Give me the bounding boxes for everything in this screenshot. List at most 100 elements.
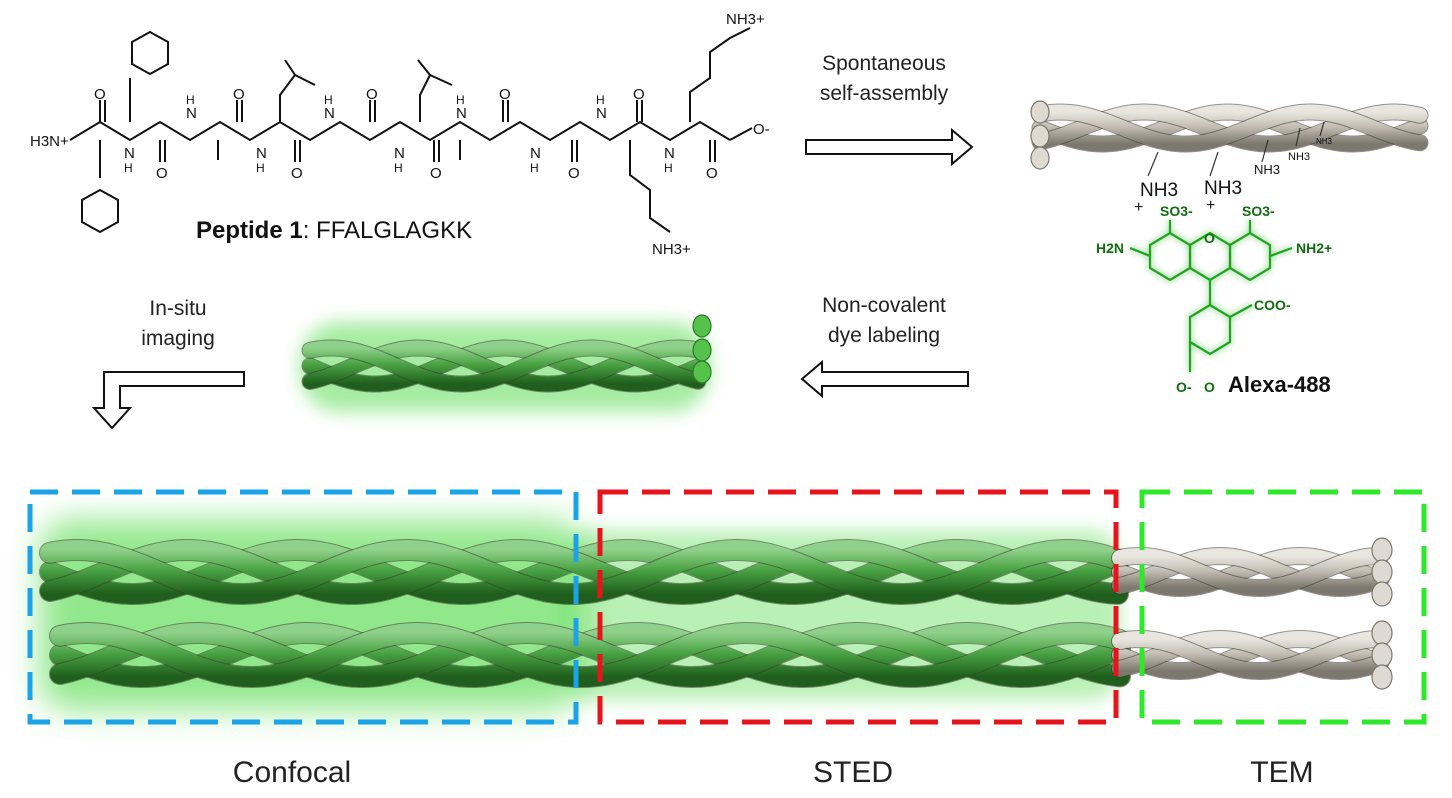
svg-text:NH3: NH3 xyxy=(1204,178,1242,199)
svg-text:H: H xyxy=(324,93,333,107)
gray-bundle-end xyxy=(1371,642,1393,668)
svg-text:H: H xyxy=(664,161,673,175)
green-fibril-end xyxy=(692,314,712,338)
self-assembly-label-line2: self-assembly xyxy=(820,82,949,105)
green-fibril-strand xyxy=(302,340,706,392)
svg-text:H: H xyxy=(456,93,465,107)
svg-text:NH3: NH3 xyxy=(1316,137,1333,146)
lysine-chain-1 xyxy=(629,140,671,233)
phenyl-ring-2 xyxy=(131,30,169,76)
carbonyl-bonds xyxy=(99,100,716,162)
svg-text:O: O xyxy=(366,86,378,103)
c-terminus-label: O- xyxy=(753,121,770,138)
gray-bundle-end xyxy=(1371,559,1393,585)
svg-text:H: H xyxy=(186,93,195,107)
svg-text:O: O xyxy=(568,165,580,182)
gray-fibril-end xyxy=(1030,146,1050,170)
svg-text:O: O xyxy=(706,165,718,182)
svg-text:O: O xyxy=(1204,230,1215,246)
sted-box xyxy=(597,489,1119,725)
imaging-comparison-panel xyxy=(39,520,1393,710)
gray-bundle-end xyxy=(1371,620,1393,646)
svg-text:N: N xyxy=(186,105,197,122)
dye-name: Alexa-488 xyxy=(1228,372,1331,397)
upper-gray-bundle-strand xyxy=(1112,547,1388,597)
svg-text:H: H xyxy=(124,161,133,175)
svg-text:N: N xyxy=(664,145,675,162)
svg-text:O: O xyxy=(94,86,106,103)
svg-text:O: O xyxy=(1204,379,1215,395)
svg-text:O: O xyxy=(233,86,245,103)
svg-text:H: H xyxy=(256,161,265,175)
svg-text:H: H xyxy=(596,93,605,107)
svg-text:N: N xyxy=(530,145,541,162)
svg-text:NH2+: NH2+ xyxy=(1296,240,1332,256)
svg-text:O: O xyxy=(633,86,645,103)
svg-text:N: N xyxy=(456,105,467,122)
svg-text:O: O xyxy=(499,86,511,103)
gray-bundle-end xyxy=(1371,581,1393,607)
svg-text:O: O xyxy=(430,165,442,182)
svg-text:+: + xyxy=(1134,199,1143,216)
gray-fibril xyxy=(1030,100,1429,170)
svg-text:+: + xyxy=(1206,197,1215,214)
svg-text:H2N: H2N xyxy=(1096,240,1124,256)
imaging-step: In-situ imaging xyxy=(91,297,245,430)
svg-text:N: N xyxy=(124,145,135,162)
lower-green-bundle-strand xyxy=(50,623,1130,688)
lower-green-bundle-strand xyxy=(50,623,1130,688)
upper-gray-bundle-strand xyxy=(1112,547,1388,597)
svg-text:O-: O- xyxy=(1176,379,1192,395)
technique-boxes xyxy=(27,489,1427,725)
svg-text:N: N xyxy=(394,145,405,162)
svg-text:O: O xyxy=(156,165,168,182)
labeled-green-fibril xyxy=(300,314,712,412)
svg-text:SO3-: SO3- xyxy=(1160,203,1193,219)
peptide-structure xyxy=(69,27,753,234)
svg-text:COO-: COO- xyxy=(1254,297,1291,313)
lysine-chain-2 xyxy=(689,27,751,122)
svg-text:H: H xyxy=(394,161,403,175)
gray-fibril-strand xyxy=(1032,104,1428,152)
green-fibril-end xyxy=(692,338,712,362)
upper-green-bundle-strand xyxy=(40,540,1128,605)
tem-box xyxy=(1139,489,1427,725)
self-assembly-label-line1: Spontaneous xyxy=(822,52,946,75)
svg-text:NH3: NH3 xyxy=(1140,180,1178,201)
peptide-atom-labels: H3N+ O- O O O O O O O O O O N H N H N H … xyxy=(30,11,770,258)
gray-bundle-end xyxy=(1371,664,1393,690)
dye-labeling-step: Non-covalent dye labeling xyxy=(800,294,969,399)
svg-text:NH3: NH3 xyxy=(1254,162,1280,177)
svg-text:N: N xyxy=(324,105,335,122)
lower-gray-bundle-strand xyxy=(1112,630,1388,680)
gray-fibril-end xyxy=(1030,124,1050,148)
upper-green-bundle-strand xyxy=(40,540,1128,605)
imaging-label-line1: In-situ xyxy=(149,297,206,320)
green-fibril-strand xyxy=(302,340,706,392)
lower-gray-bundle-strand xyxy=(1112,630,1388,680)
sted-label: STED xyxy=(813,756,893,789)
peptide-caption: Peptide 1: FFALGLAGKK xyxy=(196,217,472,244)
green-fibril-end xyxy=(692,360,712,384)
svg-text:NH3: NH3 xyxy=(1288,151,1310,163)
gray-bundle-end xyxy=(1371,537,1393,563)
fibril-amine-labels: NH3 + NH3 + NH3 NH3 NH3 xyxy=(1134,121,1333,216)
technique-labels: Confocal STED TEM xyxy=(233,756,1314,789)
self-assembly-arrow xyxy=(805,127,974,167)
n-terminus-label: H3N+ xyxy=(30,133,69,150)
confocal-label: Confocal xyxy=(233,756,351,789)
confocal-box xyxy=(27,489,579,725)
peptide-backbone xyxy=(69,120,731,142)
alexa-488-structure: H2N NH2+ SO3- SO3- O COO- O- O Alexa-488 xyxy=(1096,203,1332,397)
svg-text:H: H xyxy=(530,161,539,175)
tem-label: TEM xyxy=(1250,756,1313,789)
dye-labeling-label-line2: dye labeling xyxy=(828,324,940,347)
self-assembly-step: Spontaneous self-assembly xyxy=(805,52,974,167)
dye-labeling-label-line1: Non-covalent xyxy=(822,294,946,317)
gray-fibril-strand xyxy=(1032,104,1428,152)
svg-text:N: N xyxy=(596,105,607,122)
svg-text:O: O xyxy=(291,165,303,182)
phenyl-ring-1 xyxy=(81,188,119,234)
lysine-amine-1: NH3+ xyxy=(652,241,691,258)
